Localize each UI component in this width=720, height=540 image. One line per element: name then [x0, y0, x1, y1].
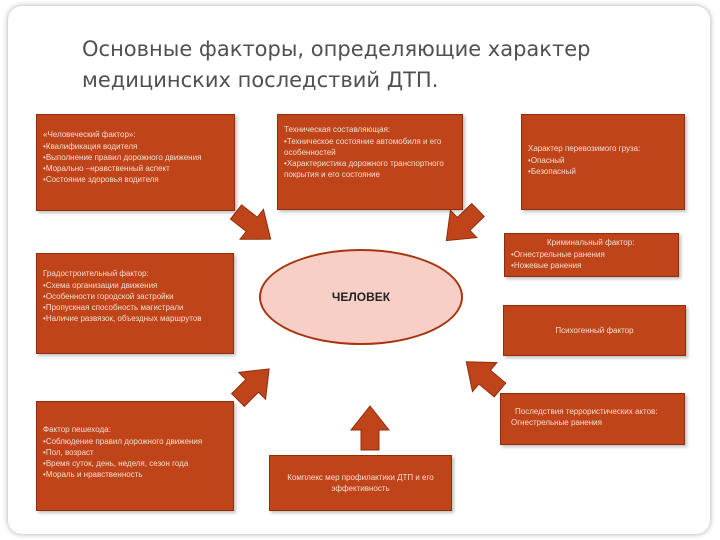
urban-factor-box: Градостроительный фактор: Схема организа… [36, 253, 234, 354]
list-item: Выполнение правил дорожного движения [43, 152, 228, 163]
technical-factor-list: Техническое состояние автомобиля и его о… [284, 136, 456, 180]
list-item: Огнестрельные ранения [511, 249, 672, 260]
prevention-measures-box: Комплекс мер профилактики ДТП и его эффе… [269, 455, 452, 511]
human-factor-header: «Человеческий фактор»: [43, 130, 136, 139]
human-factor-box: «Человеческий фактор»: Квалификация води… [36, 114, 235, 211]
urban-factor-header: Градостроительный фактор: [43, 269, 149, 278]
cargo-factor-header: Характер перевозимого груза: [528, 144, 641, 153]
terror-consequences-box: Последствия террористических актов: Огне… [500, 393, 685, 445]
list-item: Ножевые ранения [511, 260, 672, 271]
terror-consequences-detail: Огнестрельные ранения [511, 418, 602, 427]
list-item: Мораль и нравственность [43, 469, 227, 480]
list-item: Морально –нравственный аспект [43, 163, 228, 174]
list-item: Схема организации движения [43, 280, 227, 291]
criminal-factor-list: Огнестрельные ранения Ножевые ранения [511, 249, 672, 271]
urban-factor-list: Схема организации движения Особенности г… [43, 280, 227, 324]
list-item: Техническое состояние автомобиля и его о… [284, 136, 456, 158]
psychogenic-factor-header: Психогенный фактор [555, 326, 634, 335]
cargo-factor-box: Характер перевозимого груза: Опасный Без… [521, 114, 685, 210]
pedestrian-factor-list: Соблюдение правил дорожного движения Пол… [43, 436, 227, 480]
list-item: Время суток, день, неделя, сезон года [43, 458, 227, 469]
list-item: Безопасный [528, 166, 678, 177]
list-item: Соблюдение правил дорожного движения [43, 436, 227, 447]
criminal-factor-header: Криминальный фактор: [547, 238, 635, 247]
list-item: Характеристика дорожного транспортного п… [284, 158, 456, 180]
center-label: ЧЕЛОВЕК [331, 290, 391, 304]
pedestrian-factor-box: Фактор пешехода: Соблюдение правил дорож… [36, 401, 234, 511]
list-item: Состояние здоровья водителя [43, 174, 228, 185]
cargo-factor-list: Опасный Безопасный [528, 155, 678, 177]
list-item: Особенности городской застройки [43, 291, 227, 302]
criminal-factor-box: Криминальный фактор: Огнестрельные ранен… [504, 233, 679, 277]
terror-consequences-header: Последствия террористических актов: [515, 407, 658, 416]
list-item: Наличие развязок, объездных маршрутов [43, 313, 227, 324]
prevention-measures-header: Комплекс мер профилактики ДТП и его эффе… [287, 473, 434, 493]
center-node: ЧЕЛОВЕК [259, 249, 463, 345]
psychogenic-factor-box: Психогенный фактор [503, 305, 686, 356]
list-item: Опасный [528, 155, 678, 166]
human-factor-list: Квалификация водителя Выполнение правил … [43, 141, 228, 185]
technical-factor-header: Техническая составляющая: [284, 125, 391, 134]
technical-factor-box: Техническая составляющая: Техническое со… [277, 114, 463, 210]
list-item: Пропускная способность магистрали [43, 302, 227, 313]
page-title: Основные факторы, определяющие характер … [82, 37, 591, 92]
pedestrian-factor-header: Фактор пешехода: [43, 425, 111, 434]
list-item: Квалификация водителя [43, 141, 228, 152]
list-item: Пол, возраст [43, 447, 227, 458]
